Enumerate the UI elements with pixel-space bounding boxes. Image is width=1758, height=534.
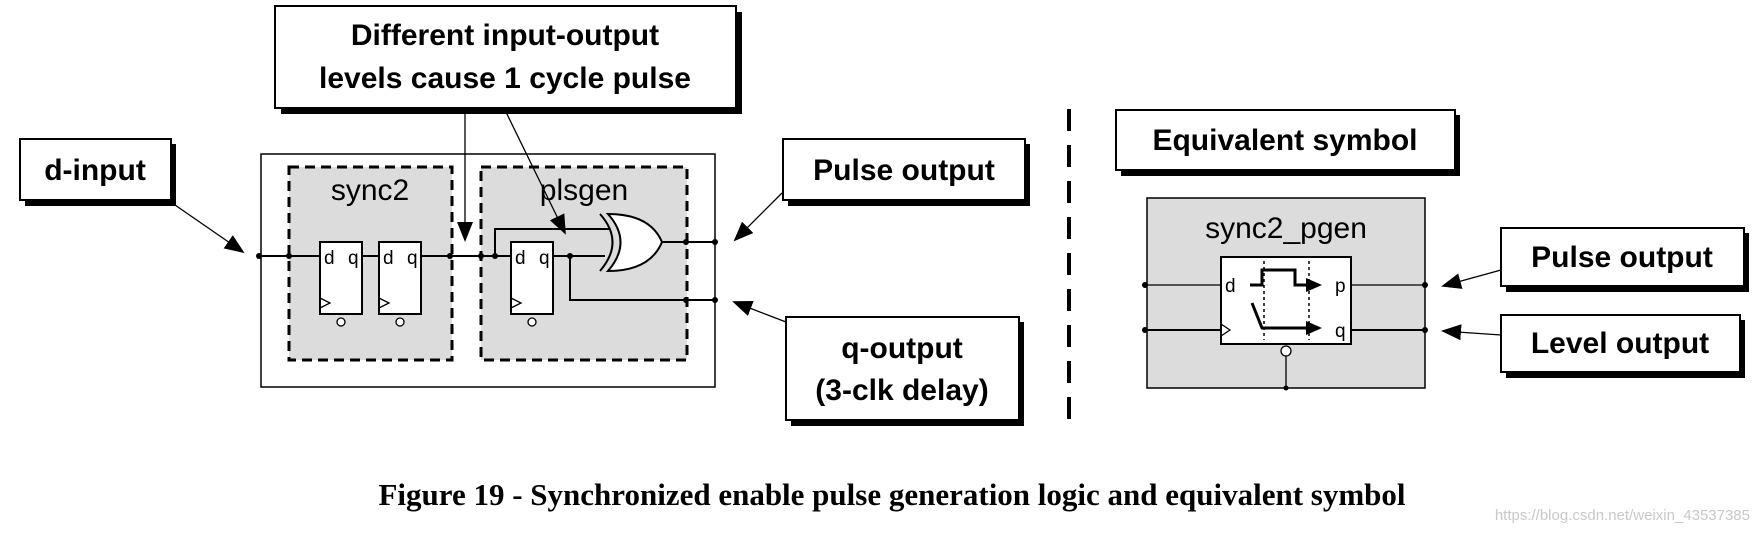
pin-d: d <box>324 248 335 269</box>
callout-pulse-explanation: Different input-output levels cause 1 cy… <box>274 5 742 114</box>
pin-d: d <box>515 248 526 269</box>
pin-q: q <box>1335 321 1346 342</box>
d-input-label: d-input <box>44 154 146 187</box>
xor-gate <box>599 212 664 273</box>
callout-pulse-output-left: Pulse output <box>782 138 1030 206</box>
sync2-pgen-label: sync2_pgen <box>1205 212 1367 245</box>
pin-q: q <box>348 248 359 269</box>
callout-q-output: q-output (3-clk delay) <box>785 316 1024 426</box>
pulse-output-right-label: Pulse output <box>1531 241 1713 274</box>
equivalent-symbol-label: Equivalent symbol <box>1152 124 1417 157</box>
callout-d-input: d-input <box>19 138 176 206</box>
flip-flop-1: d q <box>319 241 363 327</box>
callout-line-2: levels cause 1 cycle pulse <box>319 62 691 95</box>
flip-flop-2: d q <box>378 241 422 327</box>
q-output-label: q-output <box>841 332 963 365</box>
callout-line-1: Different input-output <box>351 19 659 52</box>
sync2-pgen-block: sync2_pgen d p q <box>1142 197 1428 391</box>
watermark: https://blog.csdn.net/weixin_43537385 <box>1495 507 1750 524</box>
pin-d: d <box>383 248 394 269</box>
callout-level-output: Level output <box>1500 314 1745 378</box>
pin-d: d <box>1225 276 1236 297</box>
sync2-block: sync2 <box>287 165 454 362</box>
level-output-label: Level output <box>1531 327 1709 360</box>
pulse-output-left-label: Pulse output <box>813 154 995 187</box>
q-output-delay-label: (3-clk delay) <box>815 374 988 407</box>
pin-q: q <box>539 248 550 269</box>
callout-pulse-output-right: Pulse output <box>1500 227 1749 292</box>
callout-equivalent-symbol: Equivalent symbol <box>1115 109 1460 176</box>
figure-caption: Figure 19 - Synchronized enable pulse ge… <box>378 477 1405 512</box>
pin-p: p <box>1335 276 1346 297</box>
pulse-waveform-icon <box>1250 261 1322 340</box>
sync2-label: sync2 <box>331 174 409 207</box>
pin-q: q <box>407 248 418 269</box>
plsgen-label: plsgen <box>540 174 628 207</box>
flip-flop-3: d q <box>510 241 554 327</box>
